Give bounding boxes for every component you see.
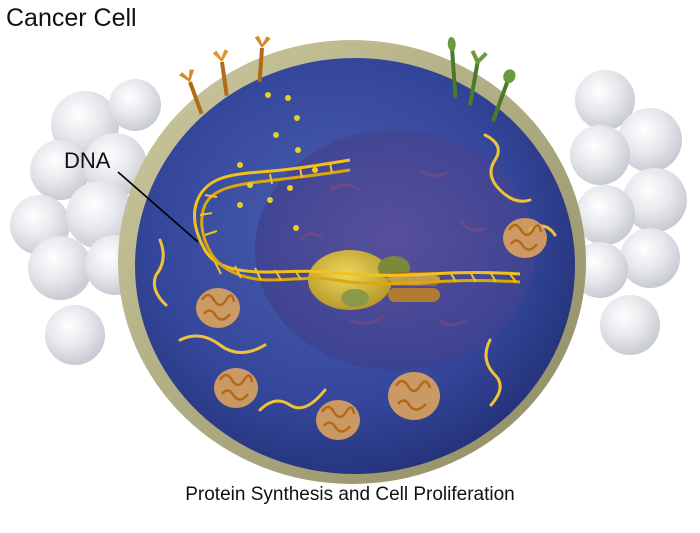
receptors-orange xyxy=(179,35,271,115)
signal-molecules xyxy=(237,92,318,231)
nucleus xyxy=(255,130,535,370)
figure-caption: Protein Synthesis and Cell Proliferation xyxy=(185,484,515,505)
dna-helix xyxy=(193,158,521,286)
protein-3 xyxy=(316,400,360,440)
protein-2 xyxy=(214,368,258,408)
dna-leader-line xyxy=(117,171,199,243)
proteins xyxy=(196,218,547,440)
protein-4 xyxy=(388,372,440,420)
figure-title: Cancer Cell xyxy=(6,4,137,32)
nucleolus xyxy=(308,250,392,310)
neighbor-cells-right xyxy=(570,70,687,355)
protein-5 xyxy=(503,218,547,258)
receptors-green xyxy=(447,37,516,123)
dna-label: DNA xyxy=(64,148,111,173)
neighbor-cells-left xyxy=(10,79,161,365)
mrna-strands xyxy=(152,133,557,412)
chromatin xyxy=(298,168,486,327)
protein-1 xyxy=(196,288,240,328)
